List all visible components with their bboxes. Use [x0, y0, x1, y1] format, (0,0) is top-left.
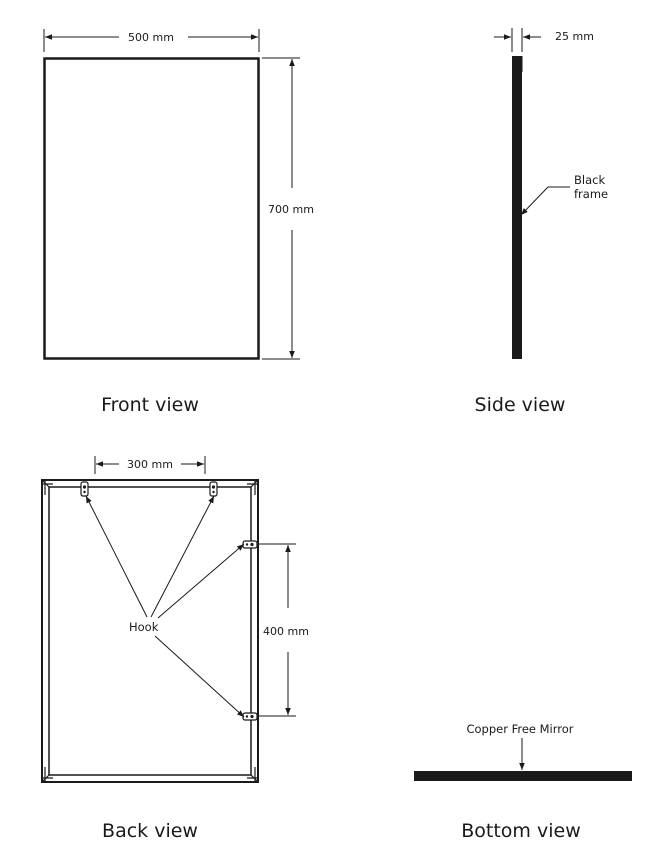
hook-spacing-top-label: 300 mm	[127, 458, 173, 471]
hook-label: Hook	[129, 620, 159, 634]
black-frame-label-line2: frame	[574, 187, 608, 201]
hook-top-right	[209, 481, 218, 497]
front-view-title: Front view	[101, 394, 199, 416]
hook-spacing-side-label: 400 mm	[263, 625, 309, 638]
black-frame-callout: Black frame	[520, 173, 608, 216]
corner-braces	[42, 480, 258, 782]
hook-side-lower	[242, 712, 258, 721]
front-width-label: 500 mm	[128, 31, 174, 44]
front-height-label: 700 mm	[268, 203, 314, 216]
back-frame-outer	[41, 479, 259, 783]
front-view: 500 mm 700 mm Front view	[43, 29, 314, 416]
back-frame-inner	[48, 486, 252, 776]
black-frame-label-line1: Black	[574, 173, 605, 187]
back-view: 300 mm 400 mm Hook Back view	[41, 456, 309, 842]
side-frame-profile	[512, 56, 522, 359]
bottom-view: Copper Free Mirror Bottom view	[414, 722, 632, 842]
hook-callout: Hook	[85, 495, 245, 718]
side-depth-dimension: 25 mm	[494, 28, 594, 52]
side-view: 25 mm Black frame Side view	[475, 28, 608, 416]
back-hook-spacing-top-dimension: 300 mm	[94, 456, 206, 474]
copper-free-mirror-callout: Copper Free Mirror	[466, 722, 574, 770]
back-hook-spacing-side-dimension: 400 mm	[258, 543, 309, 717]
bottom-frame-profile	[414, 771, 632, 781]
front-mirror-outline	[43, 57, 260, 360]
copper-free-mirror-label: Copper Free Mirror	[466, 722, 573, 736]
back-view-title: Back view	[102, 820, 198, 842]
side-view-title: Side view	[475, 394, 566, 416]
hook-side-upper	[242, 540, 258, 549]
front-height-dimension: 700 mm	[262, 57, 314, 360]
bottom-view-title: Bottom view	[461, 820, 580, 842]
side-depth-label: 25 mm	[555, 30, 594, 43]
hook-top-left	[80, 481, 89, 497]
front-width-dimension: 500 mm	[43, 29, 260, 52]
